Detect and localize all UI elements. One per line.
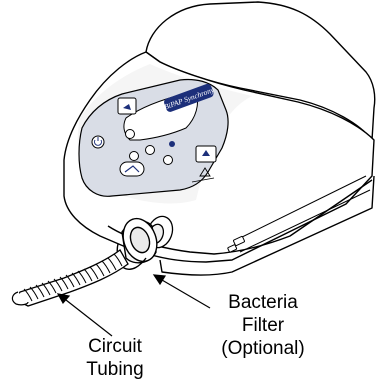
panel-button-1[interactable]: [126, 130, 135, 139]
circuit-tubing-label: Circuit Tubing: [70, 335, 160, 381]
panel-button-2[interactable]: [146, 146, 155, 155]
alarm-key[interactable]: [196, 146, 216, 162]
panel-button-5[interactable]: [169, 141, 175, 147]
tubing-body: [16, 250, 128, 306]
circuit-tubing-label-line2: Tubing: [70, 358, 160, 381]
circuit-tubing-label-line1: Circuit: [70, 335, 160, 358]
bacteria-filter-label: Bacteria Filter (Optional): [188, 291, 338, 360]
panel-button-3[interactable]: [130, 152, 139, 161]
circuit-tubing: [12, 250, 128, 306]
bacteria-filter-label-line2: Filter: [188, 314, 338, 337]
bacteria-filter-label-line3: (Optional): [188, 337, 338, 360]
filter-leader-arrow: [154, 275, 165, 284]
power-button[interactable]: [92, 136, 104, 148]
mode-key[interactable]: [118, 98, 136, 114]
bacteria-filter-label-line1: Bacteria: [188, 291, 338, 314]
panel-button-4[interactable]: [164, 156, 173, 165]
tubing-leader-line: [66, 300, 112, 336]
ramp-key[interactable]: [120, 162, 144, 176]
